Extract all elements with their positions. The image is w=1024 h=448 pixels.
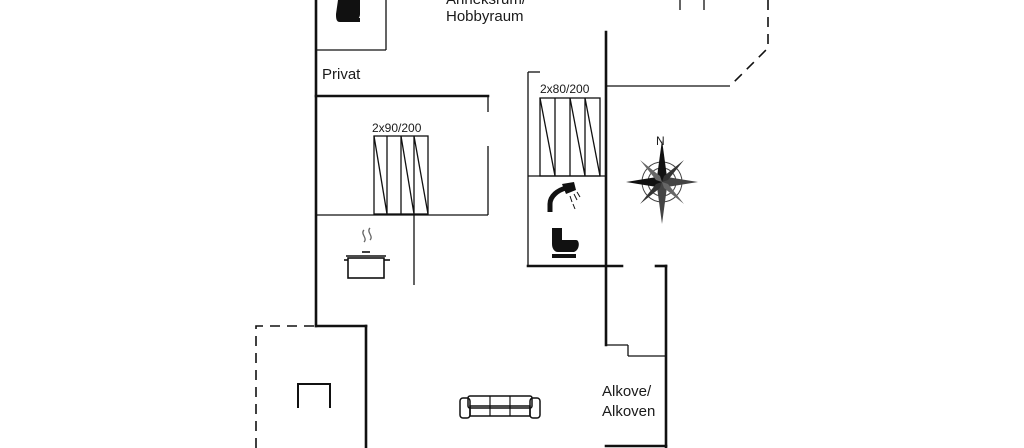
room-label-private: Privat [322, 66, 361, 83]
bed-label-left: 2x90/200 [372, 121, 422, 135]
toilet-icon [336, 0, 360, 22]
shower-icon [547, 182, 581, 212]
toilet-icon [552, 228, 579, 258]
cooking-pot-icon [344, 227, 390, 279]
sofa-icon [459, 395, 541, 419]
compass-rose-icon [626, 140, 698, 224]
walls [314, 0, 730, 448]
bed-left [373, 135, 429, 215]
room-label-partial: Anneksrum/ [446, 0, 527, 8]
compass-north-label: N [656, 134, 665, 148]
terrace-outline [255, 0, 769, 448]
room-label-hobbyroom: Hobbyraum [446, 8, 524, 25]
fireplace-icon [297, 383, 331, 408]
room-label-alcove-1: Alkove/ [602, 383, 652, 400]
bed-right [539, 97, 601, 177]
room-label-alcove-2: Alkoven [602, 403, 655, 420]
bed-label-right: 2x80/200 [540, 82, 590, 96]
